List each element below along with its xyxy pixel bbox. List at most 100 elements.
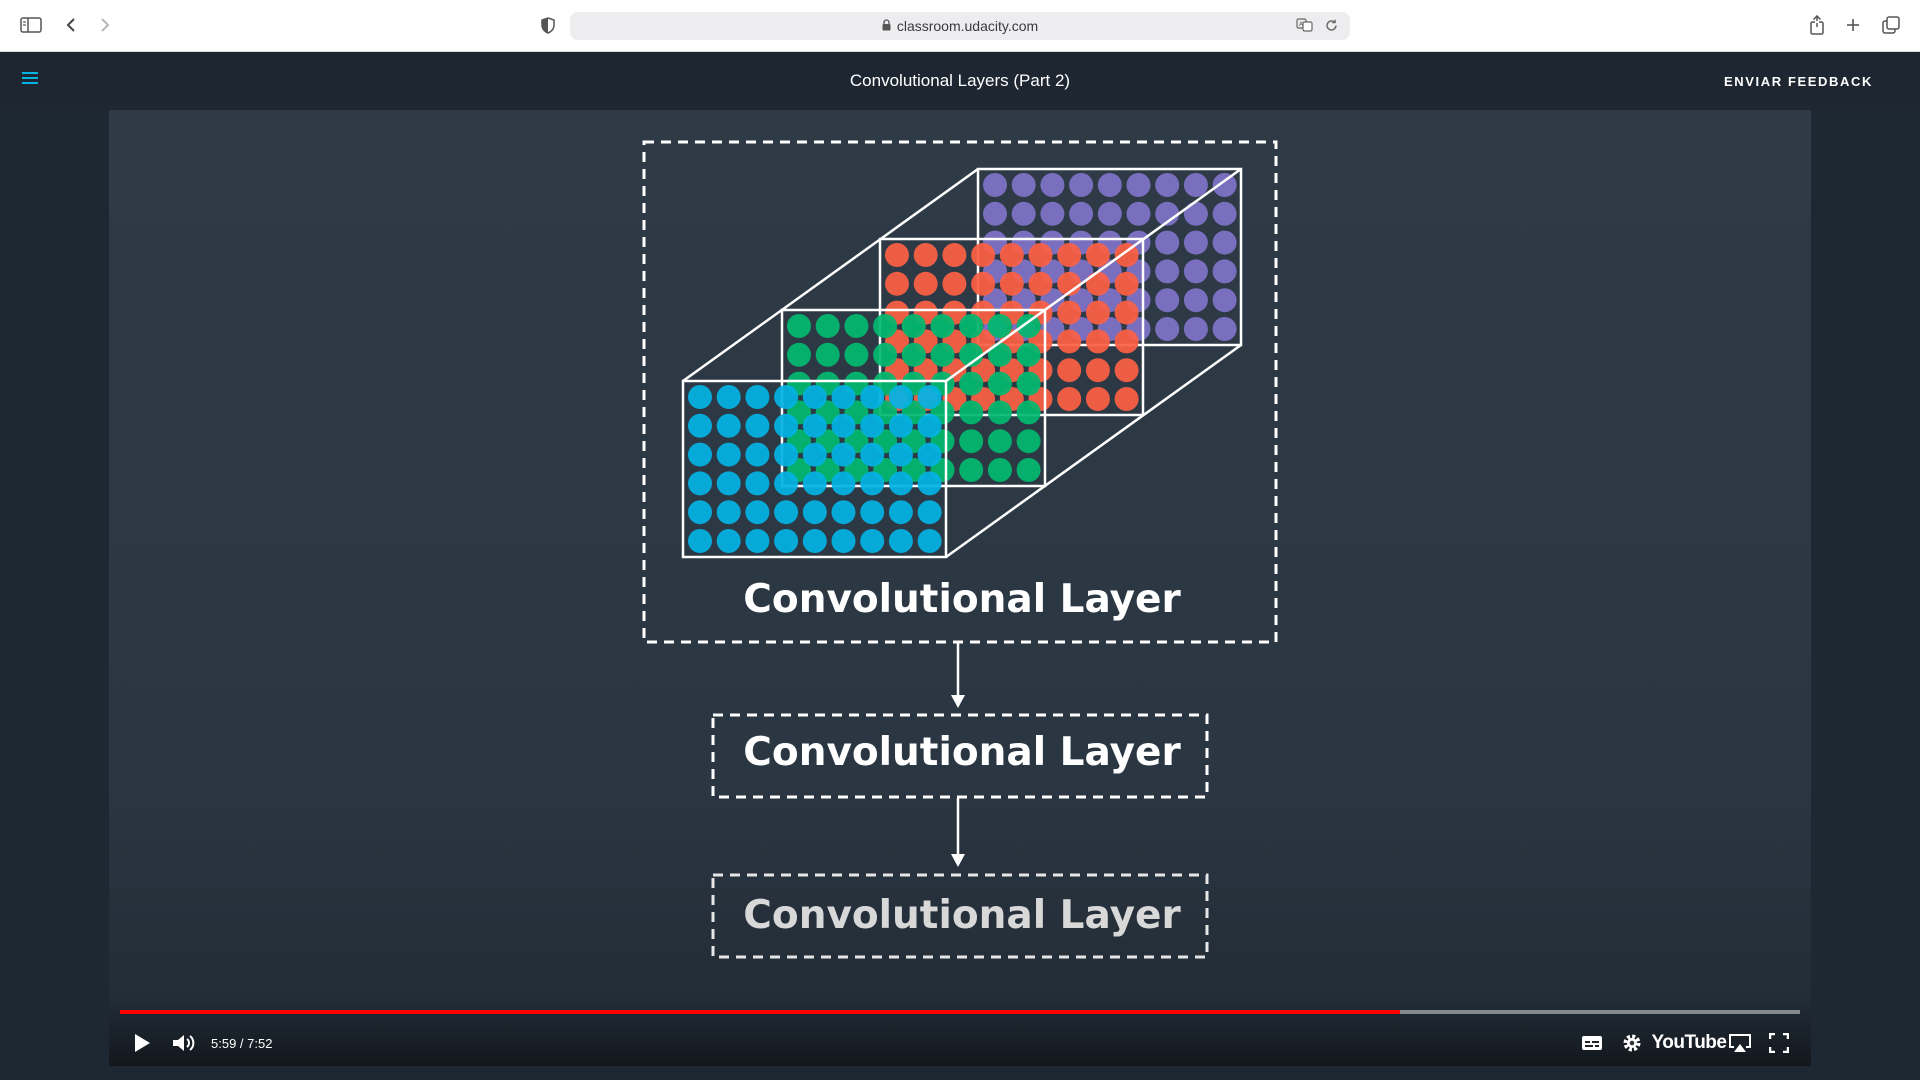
feature-dot	[1114, 271, 1139, 296]
feature-dot	[1155, 288, 1180, 313]
player-controls: 5:59 / 7:52 YouTube	[109, 1000, 1811, 1066]
feature-dot	[716, 413, 741, 438]
reload-icon[interactable]	[1325, 19, 1338, 35]
youtube-logo[interactable]: YouTube	[1651, 1032, 1727, 1053]
url-text: classroom.udacity.com	[896, 18, 1039, 34]
new-tab-icon[interactable]	[1839, 12, 1867, 38]
feature-dot	[802, 500, 827, 525]
feature-dot	[1085, 329, 1110, 354]
back-icon[interactable]	[57, 12, 85, 38]
feature-dot	[1155, 259, 1180, 284]
feature-dot	[971, 243, 996, 267]
feature-dot	[1085, 358, 1110, 383]
feature-dot	[1085, 271, 1110, 296]
settings-icon[interactable]	[1619, 1030, 1645, 1056]
feature-dot	[831, 500, 856, 525]
volume-icon[interactable]	[171, 1030, 197, 1056]
progress-fill	[120, 1010, 1401, 1014]
feature-dot	[860, 529, 885, 553]
feature-dot	[716, 385, 741, 409]
feature-dot	[1057, 300, 1082, 325]
forward-icon[interactable]	[91, 12, 119, 38]
feature-dot	[1016, 314, 1041, 338]
fullscreen-icon[interactable]	[1765, 1030, 1793, 1056]
conv-layer-box-2	[711, 713, 1209, 799]
svg-text:A: A	[1299, 21, 1304, 28]
feature-dot	[1212, 201, 1237, 226]
feature-dot	[774, 529, 799, 553]
feature-dot	[688, 529, 712, 553]
privacy-shield-icon[interactable]	[534, 12, 562, 38]
share-icon[interactable]	[1803, 12, 1831, 38]
subtitles-icon[interactable]	[1579, 1030, 1605, 1056]
feature-dot	[987, 342, 1012, 367]
feature-dot	[1040, 201, 1065, 226]
feature-dot	[917, 413, 942, 438]
feature-dot	[860, 442, 885, 467]
feature-dot	[1028, 243, 1053, 267]
feature-dot	[1085, 243, 1110, 267]
feature-dot	[1155, 230, 1180, 255]
menu-icon[interactable]	[20, 69, 42, 91]
feature-dot	[774, 471, 799, 496]
feature-dot	[1016, 371, 1041, 396]
feature-dot	[1155, 173, 1180, 197]
address-bar[interactable]: classroom.udacity.com A	[570, 12, 1350, 40]
feature-dot	[831, 442, 856, 467]
feature-dot	[860, 413, 885, 438]
feature-dot	[1011, 201, 1036, 226]
feature-dot	[716, 529, 741, 553]
feature-dot	[885, 243, 909, 267]
feature-dot	[860, 385, 885, 409]
feature-dot	[971, 271, 996, 296]
feature-dot	[815, 342, 840, 367]
feature-dot	[688, 413, 712, 438]
feature-dot	[1097, 173, 1122, 197]
feature-dot	[1069, 173, 1094, 197]
feature-dot	[1057, 243, 1082, 267]
translate-icon[interactable]: A	[1296, 18, 1314, 35]
feature-dot	[716, 500, 741, 525]
tab-overview-icon[interactable]	[1877, 12, 1905, 38]
feature-dot	[860, 500, 885, 525]
classroom-header: Convolutional Layers (Part 2) ENVIAR FEE…	[0, 52, 1920, 110]
feature-dot	[901, 314, 926, 338]
feature-dot	[688, 442, 712, 467]
lock-icon	[882, 18, 891, 34]
feature-dot	[917, 442, 942, 467]
feature-dot	[688, 500, 712, 525]
feature-dot	[983, 173, 1007, 197]
feature-dot	[1183, 288, 1208, 313]
feature-dot	[745, 529, 770, 553]
feature-dot	[959, 314, 984, 338]
feature-dot	[1212, 173, 1237, 197]
feature-dot	[831, 529, 856, 553]
feature-dot	[942, 271, 967, 296]
send-feedback-button[interactable]: ENVIAR FEEDBACK	[1724, 74, 1873, 89]
feature-dot	[802, 442, 827, 467]
video-player[interactable]: Convolutional Layer Convolutional Layer …	[109, 110, 1811, 1066]
feature-dot	[987, 371, 1012, 396]
feature-dot	[815, 314, 840, 338]
sidebar-toggle-icon[interactable]	[17, 12, 45, 38]
feature-dot	[1212, 230, 1237, 255]
feature-dot	[888, 471, 913, 496]
feature-dot	[888, 529, 913, 553]
feature-dot	[1183, 173, 1208, 197]
feature-dot	[1183, 230, 1208, 255]
feature-dot	[959, 400, 984, 425]
feature-dot	[774, 500, 799, 525]
feature-dot	[716, 442, 741, 467]
feature-dot	[774, 385, 799, 409]
feature-dot	[930, 342, 955, 367]
feature-dot	[987, 429, 1012, 454]
feature-dot	[1057, 387, 1082, 411]
feature-dot	[999, 243, 1024, 267]
layer-label-2: Convolutional Layer	[743, 730, 1181, 775]
layer-label-1: Convolutional Layer	[743, 577, 1181, 622]
feature-dot	[1183, 317, 1208, 341]
layer-label-3: Convolutional Layer	[743, 893, 1181, 938]
play-icon[interactable]	[129, 1030, 155, 1056]
progress-bar[interactable]	[120, 1010, 1800, 1014]
airplay-icon[interactable]	[1726, 1030, 1754, 1056]
